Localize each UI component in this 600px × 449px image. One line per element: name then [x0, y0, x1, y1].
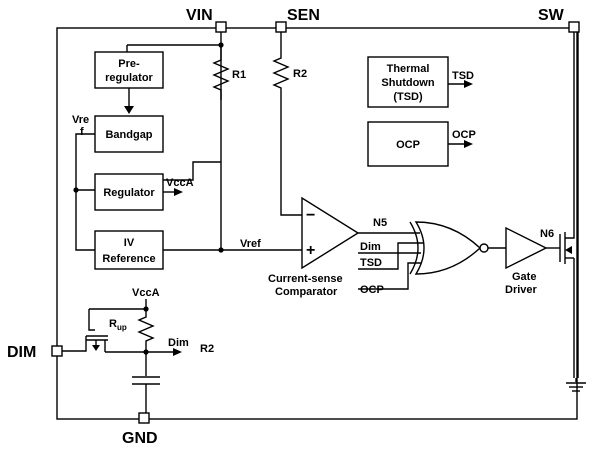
svg-text:TSD: TSD: [360, 257, 382, 269]
svg-text:Thermal: Thermal: [387, 63, 430, 75]
vcca-dim-label: VccA: [132, 287, 160, 299]
block-bandgap: Bandgap: [94, 115, 164, 153]
ground-symbol-right: [566, 378, 586, 392]
pin-dim-label: DIM: [7, 344, 36, 361]
svg-text:+: +: [306, 242, 315, 259]
gate-driver: Gate Driver: [505, 226, 548, 296]
svg-text:Bandgap: Bandgap: [105, 129, 152, 141]
pin-vin: VIN: [186, 7, 227, 33]
r1-label: R1: [232, 69, 246, 81]
block-ocp: OCP: [367, 121, 449, 167]
pin-dim: DIM: [7, 344, 63, 361]
block-iv-reference: IV Reference: [94, 230, 164, 270]
pin-gnd-label: GND: [122, 430, 158, 447]
arrow-tsd: [464, 80, 473, 88]
ocp-out-label: OCP: [452, 129, 476, 141]
pin-sw: SW: [538, 7, 580, 33]
svg-text:IV: IV: [124, 237, 135, 249]
svg-text:OCP: OCP: [360, 284, 384, 296]
vref-side-label-1: Vre: [72, 114, 89, 126]
resistor-r1: [212, 45, 230, 100]
resistor-rup: [137, 309, 155, 352]
vref-bus: [73, 133, 95, 251]
svg-text:Comparator: Comparator: [275, 286, 338, 298]
svg-text:regulator: regulator: [105, 72, 153, 84]
pin-vin-label: VIN: [186, 7, 213, 24]
n5-label: N5: [373, 217, 387, 229]
dim-out-label: Dim: [168, 337, 189, 349]
block-regulator: Regulator: [94, 173, 164, 211]
rup-label: Rup: [109, 318, 127, 332]
svg-text:Dim: Dim: [360, 241, 381, 253]
vref-side-label-2: f: [80, 126, 84, 138]
dim-circuit: VccA Rup Dim R2: [62, 287, 214, 413]
arrow-ocp: [464, 140, 473, 148]
pin-sw-label: SW: [538, 7, 565, 24]
svg-text:−: −: [306, 207, 315, 224]
pin-gnd: GND: [122, 412, 158, 447]
pin-sen-label: SEN: [287, 7, 320, 24]
nor-gate: [409, 221, 489, 275]
r2-bottom-label: R2: [200, 343, 214, 355]
svg-text:Pre-: Pre-: [118, 58, 140, 70]
block-preregulator: Pre- regulator: [94, 51, 164, 89]
svg-text:Gate: Gate: [512, 271, 536, 283]
vcca-reg-label: VccA: [166, 177, 194, 189]
svg-text:Current-sense: Current-sense: [268, 273, 343, 285]
svg-text:Regulator: Regulator: [103, 187, 155, 199]
svg-text:Shutdown: Shutdown: [381, 77, 434, 89]
r2-top-label: R2: [293, 68, 307, 80]
svg-text:OCP: OCP: [396, 139, 420, 151]
svg-text:Driver: Driver: [505, 284, 538, 296]
svg-text:(TSD): (TSD): [393, 91, 423, 103]
vin-rail: R1: [126, 32, 246, 253]
nor-inputs: Dim TSD OCP: [358, 241, 424, 296]
tsd-out-label: TSD: [452, 70, 474, 82]
vref-label: Vref: [240, 238, 261, 250]
sen-path: R2: [272, 32, 307, 216]
resistor-r2: [272, 32, 302, 216]
current-sense-comparator: − + Current-sense Comparator: [268, 196, 360, 298]
arrow-vcca: [174, 188, 183, 196]
svg-text:Reference: Reference: [102, 253, 155, 265]
block-thermal-shutdown: Thermal Shutdown (TSD): [367, 56, 449, 108]
n6-label: N6: [540, 228, 554, 240]
chip-outline: [56, 27, 578, 420]
arrow-to-bandgap: [124, 106, 134, 114]
transistor-n6: [559, 32, 579, 378]
